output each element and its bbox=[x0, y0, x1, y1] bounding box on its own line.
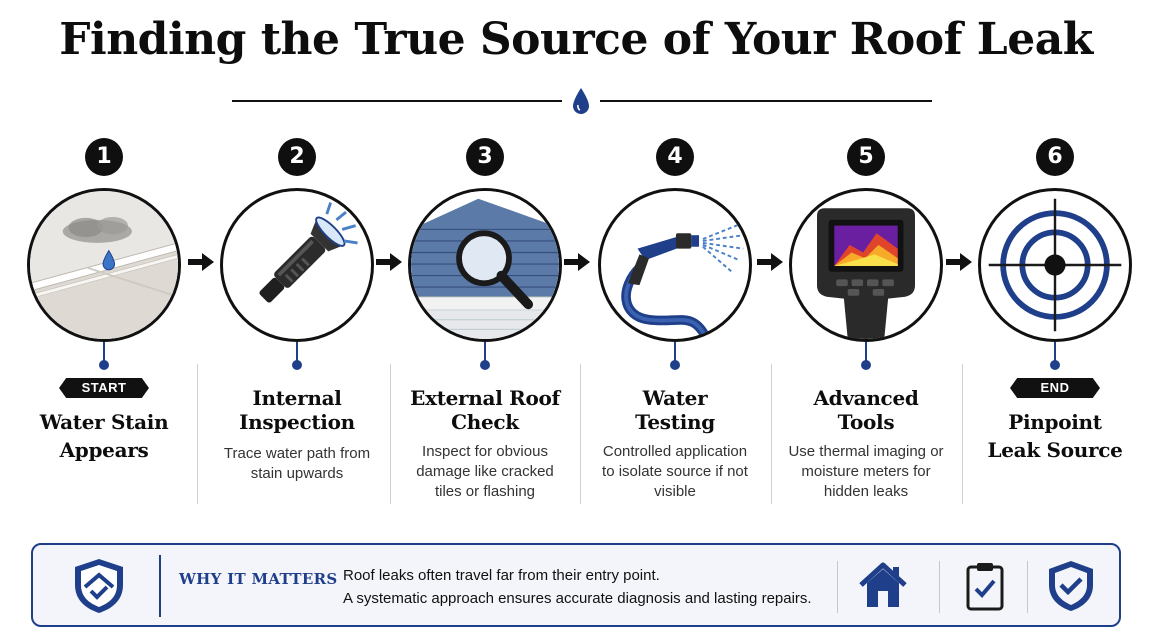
step-number: 4 bbox=[656, 138, 694, 176]
shield-house-icon bbox=[75, 559, 123, 613]
hose-nozzle-icon bbox=[598, 188, 752, 342]
flashlight-icon bbox=[220, 188, 374, 342]
arrow-right-icon bbox=[188, 253, 214, 271]
step-connector bbox=[484, 342, 486, 364]
column-divider bbox=[580, 364, 581, 504]
arrow-right-icon bbox=[564, 253, 590, 271]
step-description: Inspect for obvious damage like cracked … bbox=[416, 443, 554, 500]
step-connector-dot bbox=[292, 360, 302, 370]
shield-check-icon bbox=[1049, 561, 1093, 611]
arrow-right-icon bbox=[757, 253, 783, 271]
step-4: 4 Water Testing Controlled application t… bbox=[580, 134, 770, 534]
step-label-line1: Water Stain bbox=[39, 410, 169, 434]
panel-icon-divider bbox=[939, 561, 940, 613]
why-it-matters-panel: WHY IT MATTERS Roof leaks often travel f… bbox=[31, 543, 1121, 627]
step-connector bbox=[103, 342, 105, 364]
column-divider bbox=[197, 364, 198, 504]
page-title: Finding the True Source of Your Roof Lea… bbox=[59, 14, 1093, 65]
step-2: 2 Interna bbox=[202, 134, 392, 534]
step-3: 3 External Roof Check Inspect for obviou… bbox=[390, 134, 580, 534]
column-divider bbox=[962, 364, 963, 504]
panel-icon-divider bbox=[1027, 561, 1028, 613]
step-connector bbox=[674, 342, 676, 364]
step-connector-dot bbox=[861, 360, 871, 370]
step-label-line2: Check bbox=[451, 410, 519, 434]
step-connector-dot bbox=[1050, 360, 1060, 370]
title-rule-left bbox=[232, 100, 562, 102]
step-label-line1: Water bbox=[642, 386, 708, 410]
step-label-line2: Tools bbox=[837, 410, 895, 434]
panel-heading: WHY IT MATTERS bbox=[179, 570, 338, 588]
panel-text-line2: A systematic approach ensures accurate d… bbox=[343, 590, 812, 607]
house-icon bbox=[859, 562, 907, 607]
step-connector bbox=[1054, 342, 1056, 364]
start-badge: START bbox=[59, 378, 149, 398]
step-connector-dot bbox=[480, 360, 490, 370]
step-description: Use thermal imaging or moisture meters f… bbox=[788, 443, 944, 500]
roof-magnifier-icon bbox=[408, 188, 562, 342]
step-5: 5 Advanced Tools Use thermal imaging or … bbox=[771, 134, 961, 534]
column-divider bbox=[390, 364, 391, 504]
ceiling-water-stain-icon bbox=[27, 188, 181, 342]
step-label-line2: Leak Source bbox=[987, 438, 1123, 462]
step-label-line1: External Roof bbox=[410, 386, 560, 410]
step-connector bbox=[296, 342, 298, 364]
step-label-line1: Pinpoint bbox=[1008, 410, 1102, 434]
step-number: 5 bbox=[847, 138, 885, 176]
step-number: 3 bbox=[466, 138, 504, 176]
panel-icon-divider bbox=[837, 561, 838, 613]
step-connector-dot bbox=[99, 360, 109, 370]
panel-separator bbox=[159, 555, 161, 617]
step-1: 1 START Water Stain Appears bbox=[9, 134, 199, 534]
step-6: 6 END Pinpoint Leak Source bbox=[960, 134, 1150, 534]
step-number: 1 bbox=[85, 138, 123, 176]
step-connector-dot bbox=[670, 360, 680, 370]
step-connector bbox=[865, 342, 867, 364]
process-steps: 1 START Water Stain Appears 2 bbox=[9, 134, 1150, 534]
step-label-line1: Advanced bbox=[813, 386, 919, 410]
column-divider bbox=[771, 364, 772, 504]
arrow-right-icon bbox=[376, 253, 402, 271]
step-label-line2: Appears bbox=[59, 438, 149, 462]
step-description: Controlled application to isolate source… bbox=[602, 443, 748, 500]
arrow-right-icon bbox=[946, 253, 972, 271]
water-drop-icon bbox=[573, 88, 589, 114]
target-icon bbox=[978, 188, 1132, 342]
end-badge: END bbox=[1010, 378, 1100, 398]
clipboard-check-icon bbox=[966, 563, 1004, 611]
panel-text-line1: Roof leaks often travel far from their e… bbox=[343, 567, 660, 584]
step-label-line2: Testing bbox=[635, 410, 715, 434]
title-rule-right bbox=[600, 100, 932, 102]
thermal-camera-icon bbox=[789, 188, 943, 342]
step-label-line2: Inspection bbox=[239, 410, 355, 434]
step-number: 6 bbox=[1036, 138, 1074, 176]
step-label-line1: Internal bbox=[252, 386, 342, 410]
step-number: 2 bbox=[278, 138, 316, 176]
step-description: Trace water path from stain upwards bbox=[223, 445, 371, 482]
